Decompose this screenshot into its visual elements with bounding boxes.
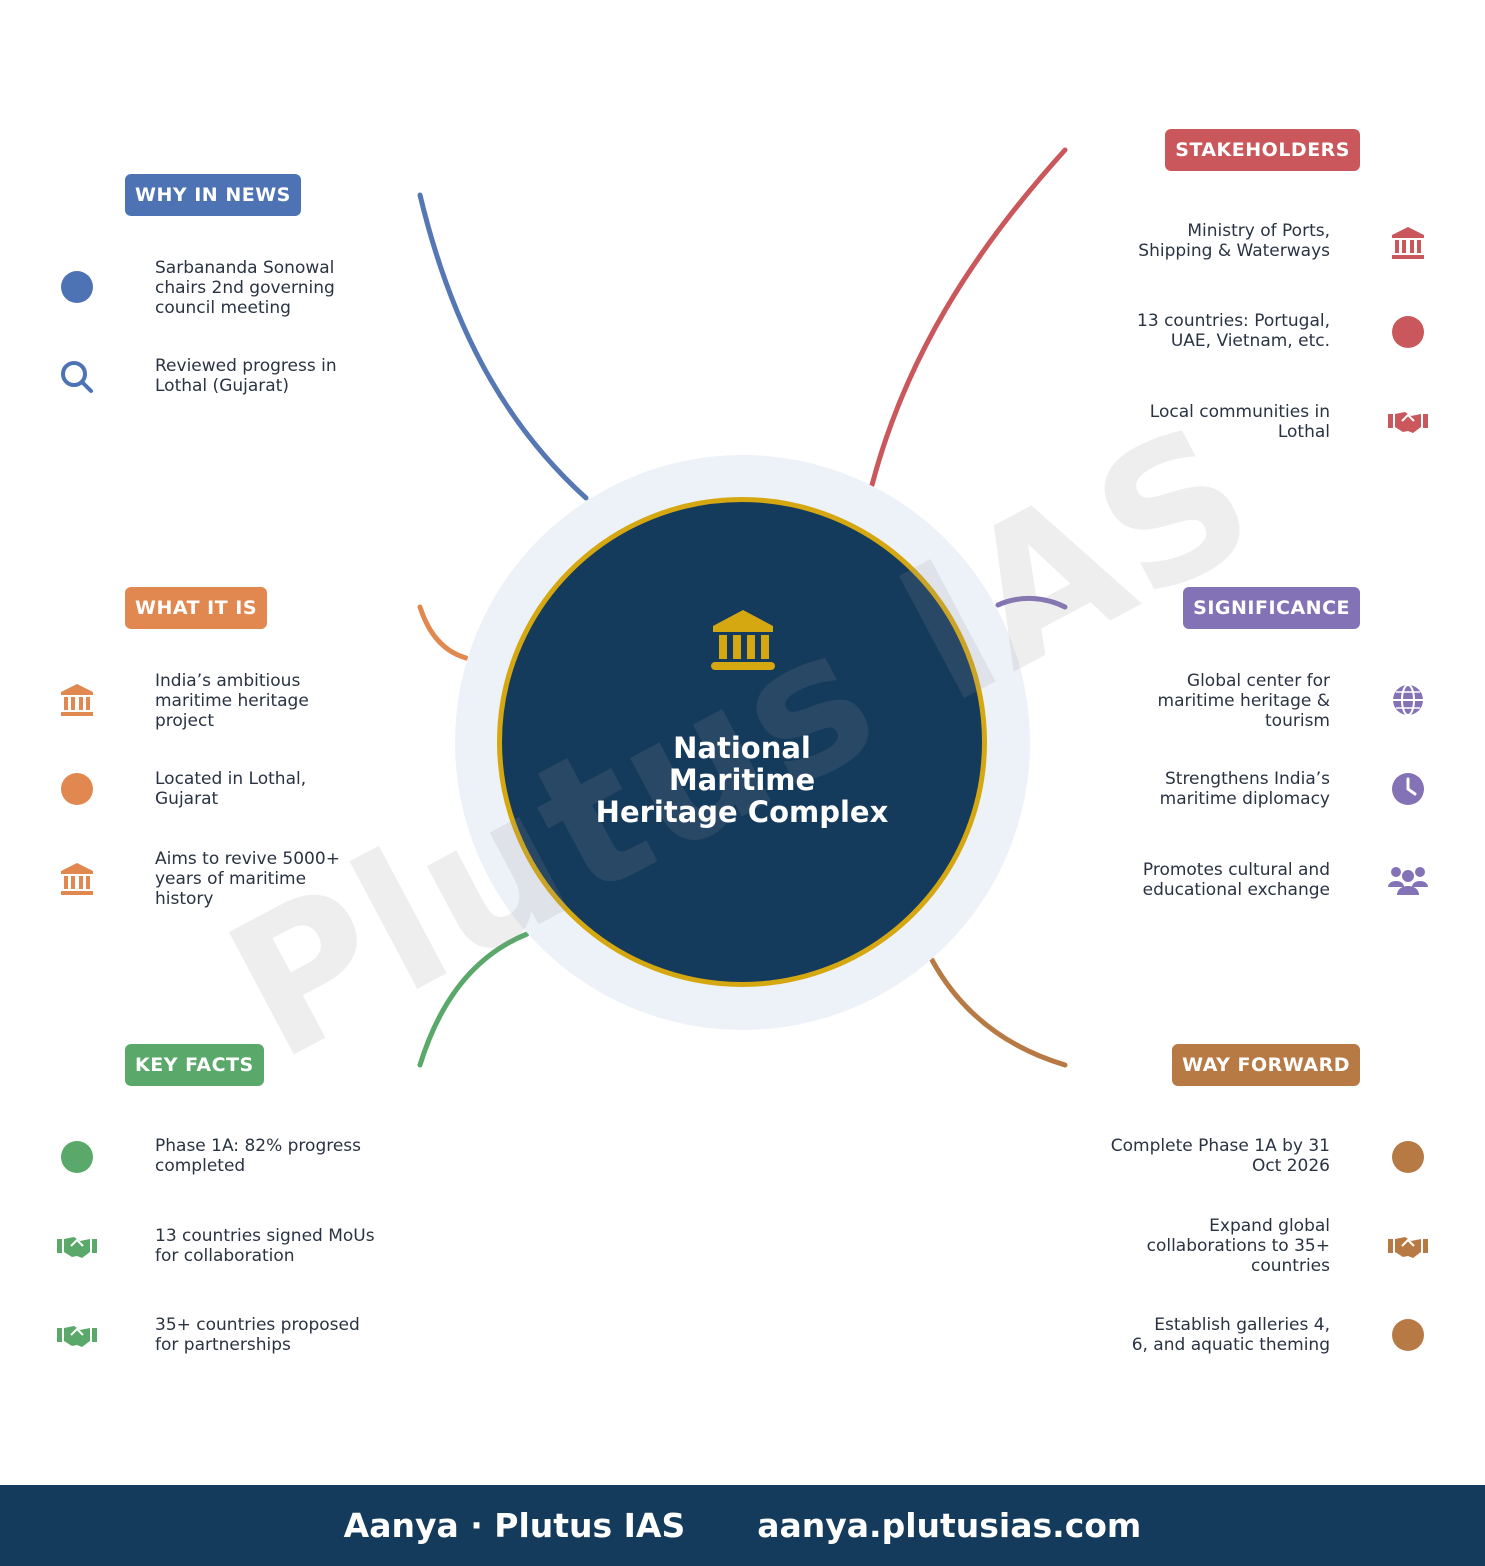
- item-line: Lothal (Gujarat): [155, 376, 289, 396]
- item-line: Gujarat: [155, 789, 219, 809]
- what-it-is-item: Located in Lothal, Gujarat: [155, 769, 306, 809]
- hub-title-line: Maritime: [668, 763, 816, 797]
- footer-bar: Aanya · Plutus IAS aanya.plutusias.com: [0, 1485, 1485, 1566]
- item-line: tourism: [1265, 711, 1330, 731]
- connector-what-it-is: [417, 604, 469, 661]
- item-line: Strengthens India’s: [1164, 769, 1330, 789]
- key-facts-item: 35+ countries proposed for partnerships: [155, 1315, 360, 1355]
- way-forward-item: Establish galleries 4, 6, and aquatic th…: [1132, 1315, 1330, 1355]
- hub-title: National Maritime Heritage Complex: [562, 732, 922, 828]
- item-line: 6, and aquatic theming: [1131, 1335, 1330, 1355]
- way-forward-item: Expand global collaborations to 35+ coun…: [1147, 1216, 1330, 1276]
- footer-url[interactable]: aanya.plutusias.com: [757, 1506, 1142, 1545]
- stakeholders-item: Ministry of Ports, Shipping & Waterways: [1138, 221, 1330, 261]
- item-line: Shipping & Waterways: [1138, 241, 1330, 261]
- clock-icon: [1392, 773, 1424, 805]
- item-line: Establish galleries 4,: [1154, 1315, 1330, 1335]
- item-line: completed: [155, 1156, 246, 1176]
- item-line: maritime heritage: [155, 691, 309, 711]
- connector-significance: [995, 595, 1068, 610]
- museum-icon: [711, 610, 775, 670]
- item-line: maritime diplomacy: [1159, 789, 1330, 809]
- museum-icon: [61, 863, 93, 895]
- handshake-icon: [57, 1237, 97, 1258]
- item-line: Complete Phase 1A by 31: [1110, 1136, 1330, 1156]
- dot-icon: [61, 271, 93, 303]
- why-in-news-item: Sarbananda Sonowal chairs 2nd governing …: [155, 258, 335, 318]
- item-line: chairs 2nd governing: [155, 278, 335, 298]
- dot-icon: [1392, 316, 1424, 348]
- stakeholders-item: 13 countries: Portugal, UAE, Vietnam, et…: [1137, 311, 1330, 351]
- item-line: Phase 1A: 82% progress: [155, 1136, 362, 1156]
- item-line: history: [155, 889, 214, 909]
- item-line: Located in Lothal,: [155, 769, 307, 789]
- item-line: for partnerships: [155, 1335, 291, 1355]
- what-it-is-item: India’s ambitious maritime heritage proj…: [155, 671, 309, 731]
- section-pill-why-in-news: WHY IN NEWS: [125, 174, 301, 216]
- item-line: 13 countries signed MoUs: [155, 1226, 375, 1246]
- item-line: countries: [1251, 1256, 1330, 1276]
- item-line: Local communities in: [1149, 402, 1330, 422]
- item-line: project: [155, 711, 215, 731]
- what-it-is-item: Aims to revive 5000+ years of maritime h…: [155, 849, 340, 909]
- item-line: Expand global: [1209, 1216, 1330, 1236]
- item-line: Reviewed progress in: [155, 356, 337, 376]
- central-hub: [497, 497, 987, 987]
- section-pill-way-forward: WAY FORWARD: [1172, 1044, 1360, 1086]
- item-line: years of maritime: [155, 869, 307, 889]
- museum-icon: [61, 684, 93, 716]
- connector-stakeholders: [869, 147, 1068, 488]
- handshake-icon: [1388, 1237, 1428, 1258]
- hub-title-line: National: [673, 731, 811, 765]
- dot-icon: [1392, 1319, 1424, 1351]
- people-icon: [1388, 867, 1428, 895]
- globe-icon: [1393, 684, 1423, 716]
- museum-icon: [1392, 227, 1424, 259]
- section-pill-stakeholders: STAKEHOLDERS: [1165, 129, 1360, 171]
- section-pill-key-facts: KEY FACTS: [125, 1044, 264, 1086]
- connector-key-facts: [417, 931, 530, 1068]
- significance-item: Global center for maritime heritage & to…: [1158, 671, 1330, 731]
- item-line: Promotes cultural and: [1142, 860, 1330, 880]
- search-icon: [61, 361, 93, 393]
- dot-icon: [61, 1141, 93, 1173]
- connector-why-in-news: [417, 192, 589, 501]
- item-line: Sarbananda Sonowal: [155, 258, 335, 278]
- handshake-icon: [57, 1326, 97, 1347]
- item-line: Ministry of Ports,: [1187, 221, 1330, 241]
- connector-way-forward: [929, 957, 1068, 1068]
- stakeholders-item: Local communities in Lothal: [1150, 402, 1330, 442]
- item-line: collaborations to 35+: [1146, 1236, 1330, 1256]
- item-line: council meeting: [155, 298, 291, 318]
- dot-icon: [61, 773, 93, 805]
- section-pill-significance: SIGNIFICANCE: [1183, 587, 1360, 629]
- key-facts-item: 13 countries signed MoUs for collaborati…: [155, 1226, 375, 1266]
- item-line: maritime heritage &: [1157, 691, 1330, 711]
- why-in-news-item: Reviewed progress in Lothal (Gujarat): [155, 356, 337, 396]
- item-line: educational exchange: [1142, 880, 1330, 900]
- footer-brand: Aanya · Plutus IAS: [343, 1506, 686, 1545]
- hub-title-line: Heritage Complex: [595, 795, 889, 829]
- way-forward-item: Complete Phase 1A by 31 Oct 2026: [1111, 1136, 1330, 1176]
- item-line: Lothal: [1277, 422, 1330, 442]
- item-line: Global center for: [1186, 671, 1330, 691]
- item-line: 35+ countries proposed: [155, 1315, 360, 1335]
- dot-icon: [1392, 1141, 1424, 1173]
- item-line: Aims to revive 5000+: [155, 849, 340, 869]
- item-line: Oct 2026: [1251, 1156, 1330, 1176]
- handshake-icon: [1388, 412, 1428, 433]
- item-line: UAE, Vietnam, etc.: [1170, 331, 1330, 351]
- item-line: India’s ambitious: [155, 671, 301, 691]
- key-facts-item: Phase 1A: 82% progress completed: [155, 1136, 361, 1176]
- significance-item: Promotes cultural and educational exchan…: [1143, 860, 1330, 900]
- section-pill-what-it-is: WHAT IT IS: [125, 587, 268, 629]
- significance-item: Strengthens India’s maritime diplomacy: [1160, 769, 1330, 809]
- item-line: 13 countries: Portugal,: [1137, 311, 1330, 331]
- item-line: for collaboration: [155, 1246, 295, 1266]
